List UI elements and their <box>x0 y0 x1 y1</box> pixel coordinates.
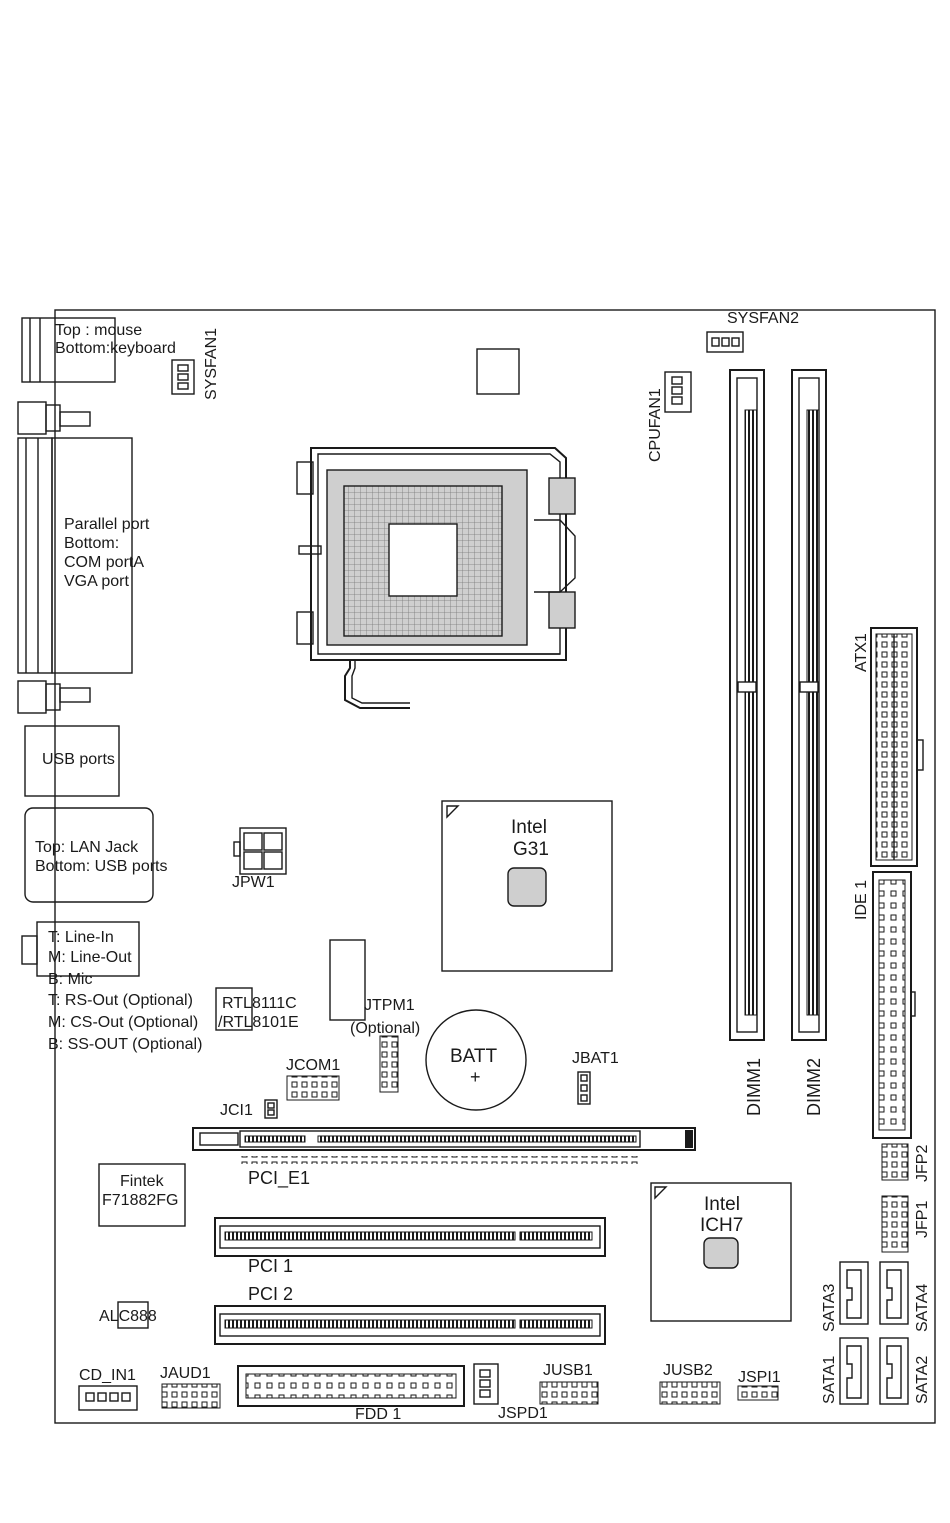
intel-g31-chip: Intel G31 <box>441 800 613 972</box>
jspi1-label: JSPI1 <box>738 1369 781 1386</box>
rtl-label-1: RTL8111C <box>222 995 297 1012</box>
jspd1-label: JSPD1 <box>498 1405 548 1422</box>
ide1-connector: IDE 1 <box>853 871 916 1139</box>
pci-e1-label: PCI_E1 <box>248 1168 310 1189</box>
audio-line-out-label: M: Line-Out <box>48 949 132 966</box>
sata1-connector: SATA1 <box>821 1337 869 1405</box>
fdd1-label: FDD 1 <box>355 1406 401 1423</box>
cpufan1-label: CPUFAN1 <box>647 388 664 462</box>
jbat1-label: JBAT1 <box>572 1050 619 1067</box>
parallel-label-3: COM portA <box>64 554 144 571</box>
lan-top-label: Top: LAN Jack <box>35 839 139 856</box>
pci1-slot: PCI 1 <box>214 1217 606 1276</box>
jusb1-label: JUSB1 <box>543 1362 593 1379</box>
sata2-label: SATA2 <box>914 1356 931 1404</box>
atx1-connector: ATX1 <box>853 627 924 867</box>
audio-cs-out-label: M: CS-Out (Optional) <box>48 1014 198 1031</box>
sysfan1-connector: SYSFAN1 <box>171 328 220 400</box>
jcom1-header: JCOM1 <box>286 1057 340 1101</box>
intel-ich7-chip: Intel ICH7 <box>650 1182 792 1322</box>
fintek-chip: Fintek F71882FG <box>98 1163 186 1227</box>
board-outline <box>54 309 936 1424</box>
battery: BATT + <box>425 1009 527 1111</box>
fintek-label-1: Fintek <box>120 1173 165 1190</box>
ich7-label-2: ICH7 <box>700 1215 743 1236</box>
jtpm1-header: JTPM1 (Optional) <box>329 939 420 1093</box>
pci1-label: PCI 1 <box>248 1256 293 1276</box>
jaud1-label: JAUD1 <box>160 1365 211 1382</box>
sata3-connector: SATA3 <box>821 1261 869 1332</box>
sysfan2-connector: SYSFAN2 <box>706 310 799 353</box>
jpw1-label: JPW1 <box>232 874 275 891</box>
cd-in1-connector: CD_IN1 <box>78 1367 138 1411</box>
jusb2-label: JUSB2 <box>663 1362 713 1379</box>
lan-bottom-label: Bottom: USB ports <box>35 858 168 875</box>
parallel-label-4: VGA port <box>64 573 129 590</box>
alc888-label: ALC888 <box>99 1308 157 1325</box>
jci1-label: JCI1 <box>220 1102 253 1119</box>
sata2-connector: SATA2 <box>879 1337 931 1405</box>
sata1-label: SATA1 <box>821 1356 838 1404</box>
jspd1-connector: JSPD1 <box>473 1363 548 1422</box>
rtl-lan-chip: RTL8111C /RTL8101E <box>215 987 299 1031</box>
jfp2-label: JFP2 <box>914 1145 931 1182</box>
jspi1-header: JSPI1 <box>737 1369 781 1401</box>
ps2-ports: Top : mouse Bottom:keyboard <box>21 317 176 383</box>
audio-line-in-label: T: Line-In <box>48 929 114 946</box>
dimm1-label: DIMM1 <box>744 1058 764 1116</box>
parallel-com-vga-ports: Parallel port Bottom: COM portA VGA port <box>17 401 150 714</box>
usb-ports-block: USB ports <box>24 725 120 797</box>
sysfan2-label: SYSFAN2 <box>727 310 799 327</box>
jaud1-header: JAUD1 <box>160 1365 221 1409</box>
sysfan1-label: SYSFAN1 <box>203 328 220 400</box>
g31-label-2: G31 <box>513 839 549 860</box>
jfp2-header: JFP2 <box>881 1143 931 1182</box>
ps2-top-label: Top : mouse <box>55 322 142 339</box>
jfp1-header: JFP1 <box>881 1195 931 1253</box>
clock-chip <box>476 348 520 395</box>
parallel-label-2: Bottom: <box>64 535 119 552</box>
cpu-socket <box>296 447 576 709</box>
g31-label-1: Intel <box>511 817 547 838</box>
lan-usb-block: Top: LAN Jack Bottom: USB ports <box>24 807 168 903</box>
pci2-label: PCI 2 <box>248 1284 293 1304</box>
batt-plus-label: + <box>470 1067 481 1087</box>
batt-label: BATT <box>450 1046 498 1067</box>
audio-jack-block: T: Line-In M: Line-Out B: Mic T: RS-Out … <box>21 921 202 1053</box>
cd-in1-label: CD_IN1 <box>79 1367 136 1384</box>
dimm2-label: DIMM2 <box>804 1058 824 1116</box>
sata4-connector: SATA4 <box>879 1261 931 1332</box>
jfp1-label: JFP1 <box>914 1201 931 1238</box>
audio-rs-out-label: T: RS-Out (Optional) <box>48 992 193 1009</box>
jtpm1-optional-label: (Optional) <box>350 1020 420 1037</box>
sata4-label: SATA4 <box>914 1284 931 1332</box>
atx1-label: ATX1 <box>853 633 870 672</box>
ich7-label-1: Intel <box>704 1194 740 1215</box>
sata3-label: SATA3 <box>821 1284 838 1332</box>
parallel-label-1: Parallel port <box>64 516 150 533</box>
dimm2-slot: DIMM2 <box>791 369 827 1116</box>
jci1-header: JCI1 <box>220 1099 278 1119</box>
jtpm1-label: JTPM1 <box>364 997 415 1014</box>
ide1-label: IDE 1 <box>853 880 870 920</box>
audio-mic-label: B: Mic <box>48 971 92 988</box>
cpufan1-connector: CPUFAN1 <box>647 371 692 462</box>
jpw1-connector: JPW1 <box>232 827 287 891</box>
alc888-chip: ALC888 <box>99 1301 157 1329</box>
pci-e1-slot: PCI_E1 <box>192 1127 696 1189</box>
jbat1-jumper: JBAT1 <box>572 1050 619 1105</box>
dimm1-slot: DIMM1 <box>729 369 765 1116</box>
ps2-bottom-label: Bottom:keyboard <box>55 340 176 357</box>
jusb1-header: JUSB1 <box>539 1362 599 1405</box>
rtl-label-2: /RTL8101E <box>218 1014 299 1031</box>
jcom1-label: JCOM1 <box>286 1057 340 1074</box>
pci2-slot: PCI 2 <box>214 1284 606 1345</box>
usb-ports-label: USB ports <box>42 751 115 768</box>
fintek-label-2: F71882FG <box>102 1192 178 1209</box>
audio-ss-out-label: B: SS-OUT (Optional) <box>48 1036 202 1053</box>
jusb2-header: JUSB2 <box>659 1362 721 1405</box>
fdd1-connector: FDD 1 <box>237 1365 465 1423</box>
